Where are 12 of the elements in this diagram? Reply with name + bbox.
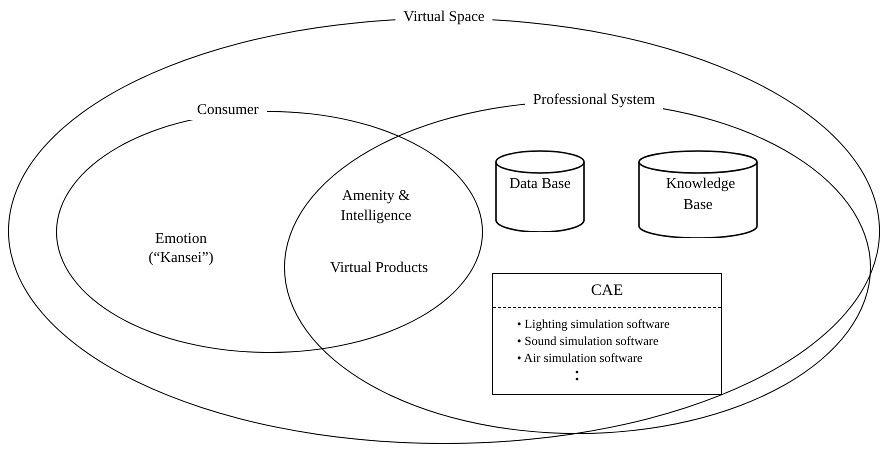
database-cylinder [638, 150, 758, 238]
panel-heading: CAE [591, 280, 623, 300]
list-item: • Air simulation software [517, 350, 644, 367]
software-panel [492, 273, 722, 395]
overlap-label: Amenity & Intelligence [340, 187, 412, 226]
overlap-label: Virtual Products [329, 259, 429, 278]
database-cylinder [495, 150, 585, 232]
list-item: • Sound simulation software [517, 333, 660, 350]
cylinder-label: Data Base [508, 175, 572, 194]
cylinder-label: Knowledge Base [665, 175, 736, 215]
set-text: Emotion (“Kansei”) [148, 230, 214, 268]
list-item: • Lighting simulation software [517, 316, 671, 333]
